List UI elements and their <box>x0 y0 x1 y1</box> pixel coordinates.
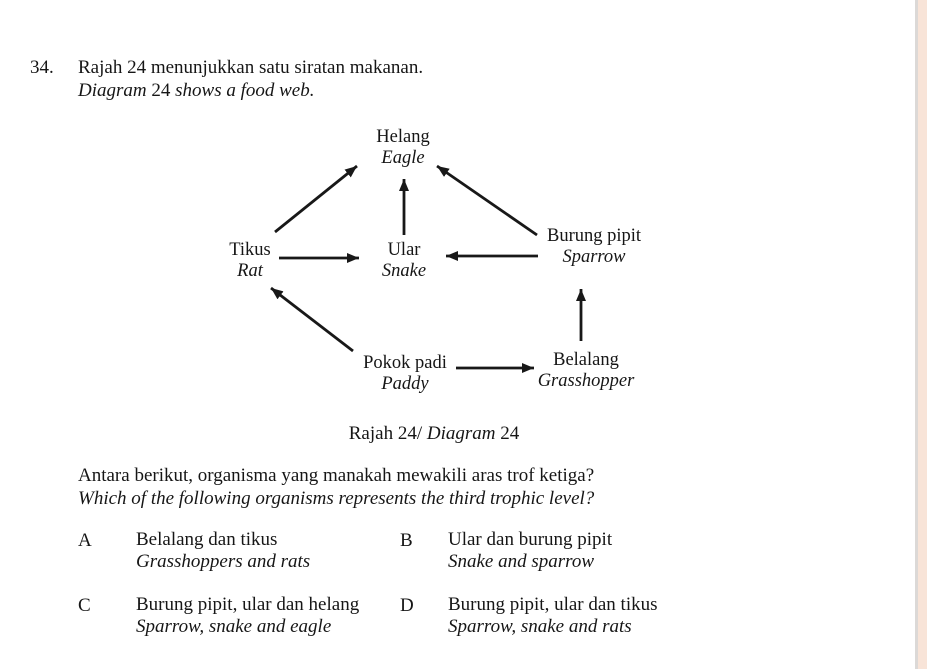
intro-en-segment: Diagram <box>78 80 147 101</box>
arrow-paddy-to-rat <box>270 286 354 353</box>
prompt-malay: Antara berikut, organisma yang manakah m… <box>78 465 595 486</box>
page-edge-divider <box>915 0 918 669</box>
option-c-letter: C <box>78 595 91 616</box>
option-d-letter: D <box>400 595 414 616</box>
node-label-english: Snake <box>381 261 427 281</box>
node-label-malay: Pokok padi <box>363 353 447 373</box>
option-b-letter: B <box>400 530 413 551</box>
option-text-english: Sparrow, snake and eagle <box>136 616 332 637</box>
node-rat: Tikus Rat <box>229 240 271 282</box>
question-intro-malay: Rajah 24 menunjukkan satu siratan makana… <box>78 57 424 78</box>
arrow-sparrow-to-eagle <box>436 164 538 237</box>
question-intro-english: Diagram 24 shows a food web. <box>78 79 314 102</box>
node-paddy: Pokok padi Paddy <box>363 353 447 395</box>
node-snake: Ular Snake <box>382 240 426 282</box>
prompt-english: Which of the following organisms represe… <box>78 488 595 509</box>
node-eagle: Helang Eagle <box>376 127 429 169</box>
node-label-english: Paddy <box>381 374 429 394</box>
caption-number: 24 <box>500 423 520 444</box>
intro-en-number: 24 <box>151 80 171 101</box>
option-text-english: Snake and sparrow <box>448 551 595 572</box>
page-edge-strip <box>918 0 927 669</box>
node-grasshopper: Belalang Grasshopper <box>538 350 635 392</box>
intro-en-segment: shows a food web. <box>175 80 315 101</box>
node-label-malay: Burung pipit <box>546 226 642 246</box>
option-text-malay: Burung pipit, ular dan tikus <box>448 594 658 615</box>
node-label-english: Eagle <box>381 148 425 168</box>
node-label-malay: Helang <box>376 127 430 147</box>
node-label-malay: Belalang <box>553 350 619 370</box>
option-d-text: Burung pipit, ular dan tikus Sparrow, sn… <box>448 594 658 638</box>
arrow-rat-to-eagle <box>274 164 358 234</box>
caption-prefix: Rajah 24/ <box>348 423 423 444</box>
node-label-english: Rat <box>237 261 263 281</box>
option-text-english: Grasshoppers and rats <box>136 551 311 572</box>
node-sparrow: Burung pipit Sparrow <box>547 226 641 268</box>
option-text-english: Sparrow, snake and rats <box>448 616 632 637</box>
option-text-malay: Belalang dan tikus <box>136 529 278 550</box>
node-label-malay: Ular <box>387 240 421 260</box>
option-c-text: Burung pipit, ular dan helang Sparrow, s… <box>136 594 359 638</box>
option-a-letter: A <box>78 530 92 551</box>
node-label-english: Grasshopper <box>537 371 635 391</box>
diagram-caption: Rajah 24/ Diagram 24 <box>349 422 519 445</box>
option-text-malay: Ular dan burung pipit <box>448 529 613 550</box>
node-label-english: Sparrow <box>562 247 626 267</box>
option-b-text: Ular dan burung pipit Snake and sparrow <box>448 529 612 573</box>
option-a-text: Belalang dan tikus Grasshoppers and rats <box>136 529 310 573</box>
caption-italic: Diagram <box>426 423 496 444</box>
question-number: 34. <box>30 57 54 78</box>
node-label-malay: Tikus <box>229 240 271 260</box>
food-web-arrows <box>270 164 586 373</box>
option-text-malay: Burung pipit, ular dan helang <box>136 594 360 615</box>
